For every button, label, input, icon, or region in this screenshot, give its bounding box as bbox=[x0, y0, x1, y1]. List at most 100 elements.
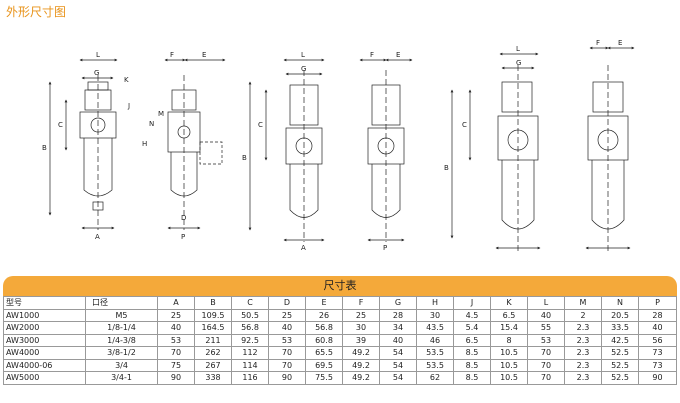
table-cell: 92.5 bbox=[231, 333, 269, 347]
dimension-lines bbox=[48, 46, 635, 250]
dim-label: F bbox=[370, 51, 374, 59]
table-cell: 15.4 bbox=[490, 321, 528, 335]
table-cell: 114 bbox=[231, 358, 269, 372]
table-cell: 90 bbox=[268, 371, 306, 385]
table-cell: 211 bbox=[194, 333, 232, 347]
table-cell: 90 bbox=[157, 371, 195, 385]
dim-label: L bbox=[301, 51, 305, 59]
table-cell: AW2000 bbox=[3, 321, 86, 335]
dim-label: H bbox=[142, 140, 147, 148]
table-cell: 2.3 bbox=[564, 346, 602, 360]
column-header: D bbox=[268, 296, 306, 310]
dim-label: B bbox=[242, 154, 247, 162]
table-cell: 338 bbox=[194, 371, 232, 385]
table-cell: M5 bbox=[85, 308, 158, 322]
table-cell: 8 bbox=[490, 333, 528, 347]
dimension-drawings: L G K J C B A F E M N H D P L G C B A F … bbox=[42, 39, 635, 252]
table-cell: 10.5 bbox=[490, 358, 528, 372]
dim-label: L bbox=[516, 45, 520, 53]
table-cell: 26 bbox=[305, 308, 343, 322]
table-cell: 34 bbox=[379, 321, 417, 335]
table-cell: 25 bbox=[268, 308, 306, 322]
dim-label: C bbox=[258, 121, 263, 129]
table-cell: 69.5 bbox=[305, 358, 343, 372]
table-cell: 40 bbox=[157, 321, 195, 335]
unit-3-side-view bbox=[587, 65, 629, 252]
table-cell: 73 bbox=[638, 346, 677, 360]
table-cell: 30 bbox=[416, 308, 454, 322]
unit-1-front-view bbox=[79, 75, 117, 230]
table-cell: 112 bbox=[231, 346, 269, 360]
table-cell: 49.2 bbox=[342, 371, 380, 385]
table-cell: 2.3 bbox=[564, 358, 602, 372]
table-cell: 262 bbox=[194, 346, 232, 360]
column-header: B bbox=[194, 296, 232, 310]
table-cell: 40 bbox=[638, 321, 677, 335]
column-header: M bbox=[564, 296, 602, 310]
dim-label: G bbox=[94, 69, 99, 77]
column-header: 型号 bbox=[3, 296, 86, 310]
table-cell: 54 bbox=[379, 346, 417, 360]
table-cell: 65.5 bbox=[305, 346, 343, 360]
table-cell: 43.5 bbox=[416, 321, 454, 335]
table-cell: 70 bbox=[527, 371, 565, 385]
dim-label: F bbox=[170, 51, 174, 59]
column-header: N bbox=[601, 296, 639, 310]
table-cell: 2.3 bbox=[564, 321, 602, 335]
table-cell: AW4000 bbox=[3, 346, 86, 360]
table-cell: 60.8 bbox=[305, 333, 343, 347]
table-cell: 75.5 bbox=[305, 371, 343, 385]
column-header: J bbox=[453, 296, 491, 310]
table-cell: 52.5 bbox=[601, 358, 639, 372]
dim-label: B bbox=[444, 164, 449, 172]
table-cell: 73 bbox=[638, 358, 677, 372]
table-cell: 2.3 bbox=[564, 371, 602, 385]
table-cell: 40 bbox=[268, 321, 306, 335]
table-cell: AW3000 bbox=[3, 333, 86, 347]
table-cell: 6.5 bbox=[490, 308, 528, 322]
table-cell: 33.5 bbox=[601, 321, 639, 335]
table-cell: 42.5 bbox=[601, 333, 639, 347]
table-cell: 40 bbox=[527, 308, 565, 322]
table-cell: 55 bbox=[527, 321, 565, 335]
table-cell: 1/4-3/8 bbox=[85, 333, 158, 347]
unit-2-side-view bbox=[367, 70, 405, 242]
unit-3-front-view bbox=[497, 65, 539, 252]
unit-2-front-view bbox=[285, 70, 323, 242]
table-cell: 52.5 bbox=[601, 346, 639, 360]
dim-label: P bbox=[383, 244, 387, 252]
table-cell: 53 bbox=[157, 333, 195, 347]
table-cell: 10.5 bbox=[490, 371, 528, 385]
table-cell: 90 bbox=[638, 371, 677, 385]
dim-label: A bbox=[301, 244, 306, 252]
table-cell: 3/4-1 bbox=[85, 371, 158, 385]
table-cell: 3/8-1/2 bbox=[85, 346, 158, 360]
table-cell: 39 bbox=[342, 333, 380, 347]
table-cell: 116 bbox=[231, 371, 269, 385]
table-cell: 54 bbox=[379, 358, 417, 372]
column-header: K bbox=[490, 296, 528, 310]
dim-label: P bbox=[181, 233, 185, 241]
table-cell: 1/8-1/4 bbox=[85, 321, 158, 335]
table-cell: 20.5 bbox=[601, 308, 639, 322]
table-cell: AW5000 bbox=[3, 371, 86, 385]
unit-1-side-view bbox=[167, 75, 223, 230]
table-cell: 25 bbox=[342, 308, 380, 322]
dim-label: G bbox=[301, 65, 306, 73]
dimension-labels: L G K J C B A F E M N H D P L G C B A F … bbox=[42, 39, 622, 252]
dim-label: E bbox=[396, 51, 400, 59]
dim-label: F bbox=[596, 39, 600, 47]
table-cell: 49.2 bbox=[342, 346, 380, 360]
table-cell: 3/4 bbox=[85, 358, 158, 372]
table-cell: 2 bbox=[564, 308, 602, 322]
table-cell: AW1000 bbox=[3, 308, 86, 322]
dim-label: D bbox=[181, 214, 186, 222]
table-cell: 53.5 bbox=[416, 346, 454, 360]
table-cell: 267 bbox=[194, 358, 232, 372]
